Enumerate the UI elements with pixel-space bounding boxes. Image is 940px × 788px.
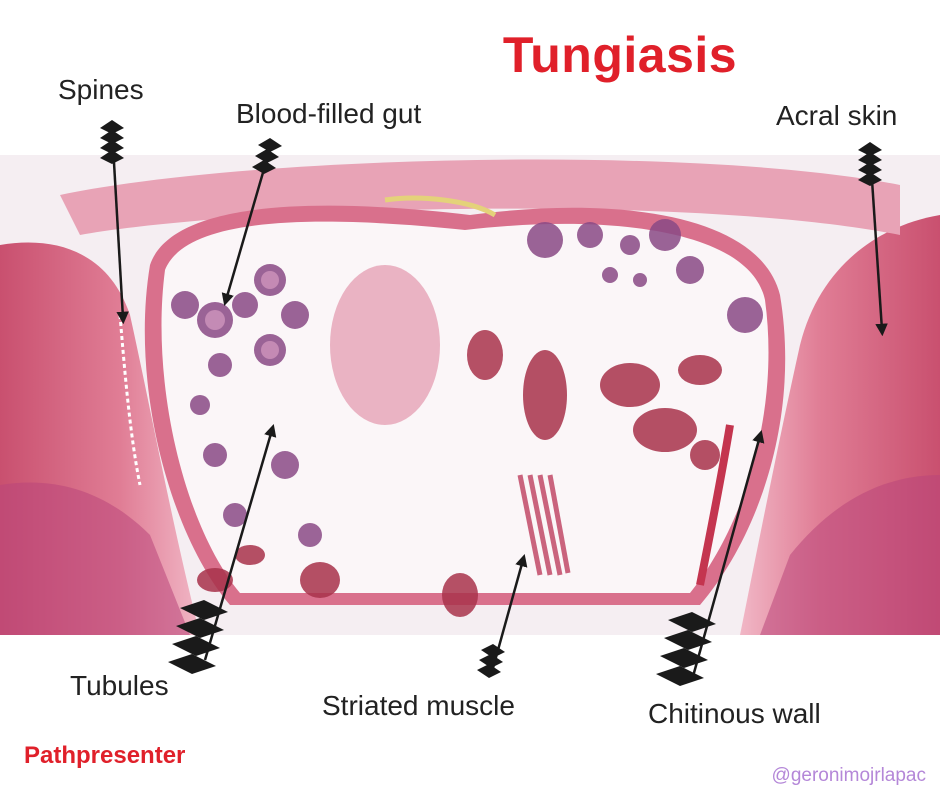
arrow-tubules [203,423,277,661]
label-chitinous-wall: Chitinous wall [648,698,821,729]
label-striated-muscle: Striated muscle [322,690,515,721]
label-tubules: Tubules [70,670,169,701]
histology-specimen-image [0,155,940,635]
author-handle: @geronimojrlapac [771,765,926,786]
page-title: Tungiasis [502,27,738,83]
label-spines: Spines [58,74,144,105]
label-acral-skin: Acral skin [776,100,898,131]
brand-logo-text: Pathpresenter [24,742,186,769]
label-blood-filled-gut: Blood-filled gut [236,98,422,129]
